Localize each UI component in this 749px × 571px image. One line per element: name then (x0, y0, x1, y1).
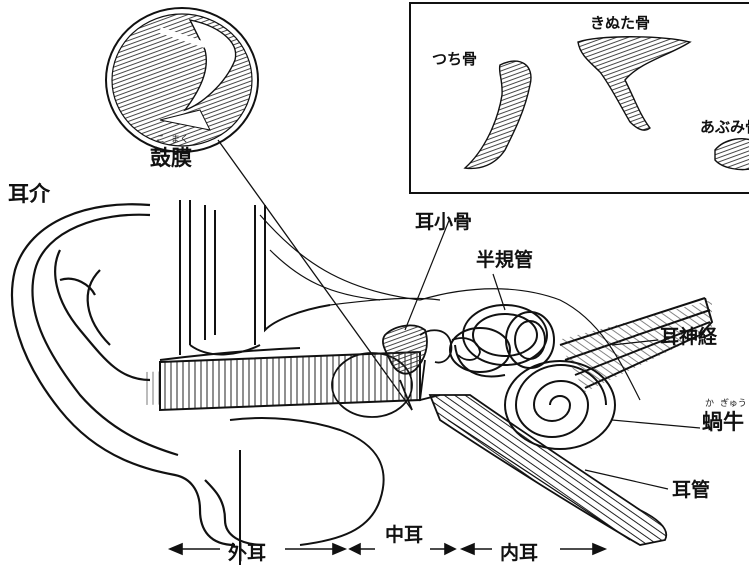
canals-label: 半規管 (476, 245, 533, 272)
semicircular-canals (450, 305, 554, 376)
ossicles-label: 耳小骨 (415, 207, 472, 234)
eardrum-label: 鼓膜 (150, 142, 192, 172)
inner-ear-label: 内耳 (500, 538, 538, 565)
cochlea-label: 蝸牛 (702, 406, 749, 436)
stapes-label: あぶみ骨 (700, 116, 749, 137)
eustachian-tube (430, 395, 666, 545)
nerve-label: 耳神経 (660, 322, 717, 349)
middle-ear-label: 中耳 (385, 520, 423, 547)
auricle-label: 耳介 (8, 178, 50, 208)
malleus-label: つち骨 (432, 48, 477, 69)
ossicles-inset (410, 3, 749, 193)
ear-canal (160, 352, 420, 410)
eardrum-magnified (106, 8, 258, 152)
outer-ear-label: 外耳 (228, 538, 266, 565)
incus-label: きぬた骨 (590, 12, 650, 33)
eustachian-tube-label: 耳管 (672, 475, 710, 502)
